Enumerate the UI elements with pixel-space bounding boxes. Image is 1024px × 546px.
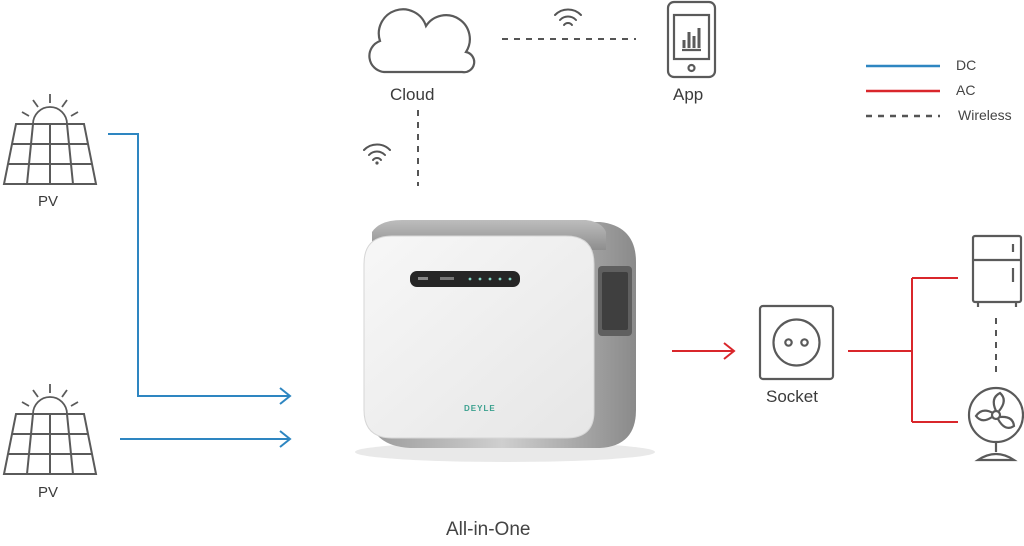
legend-dc-label: DC	[956, 57, 977, 73]
solar-panel-icon	[2, 384, 98, 475]
socket-label: Socket	[766, 387, 818, 406]
fan-icon	[967, 386, 1024, 462]
sun-icon	[21, 384, 79, 415]
legend	[866, 64, 940, 118]
fridge-icon	[971, 234, 1023, 307]
ac-line-device-socket	[672, 342, 736, 360]
sun-icon	[21, 94, 79, 125]
dc-line-bottom	[120, 430, 292, 448]
wifi-icon	[363, 143, 391, 165]
tablet-chart-icon	[666, 0, 717, 79]
wifi-icon	[554, 8, 582, 26]
all-in-one-label: All-in-One	[446, 519, 531, 540]
device-brand: DEYLE	[464, 404, 496, 413]
legend-ac-label: AC	[956, 82, 976, 98]
cloud-label: Cloud	[390, 85, 435, 104]
pv-bottom-label: PV	[38, 484, 59, 501]
app-label: App	[673, 85, 704, 104]
legend-wireless-label: Wireless	[958, 107, 1012, 123]
dc-line-top	[108, 133, 292, 405]
socket-icon	[758, 304, 835, 381]
battery-unit-icon	[355, 220, 655, 462]
ac-line-socket-loads	[848, 277, 958, 423]
pv-top-label: PV	[38, 193, 59, 210]
cloud-icon	[368, 8, 476, 74]
solar-panel-icon	[2, 94, 98, 185]
